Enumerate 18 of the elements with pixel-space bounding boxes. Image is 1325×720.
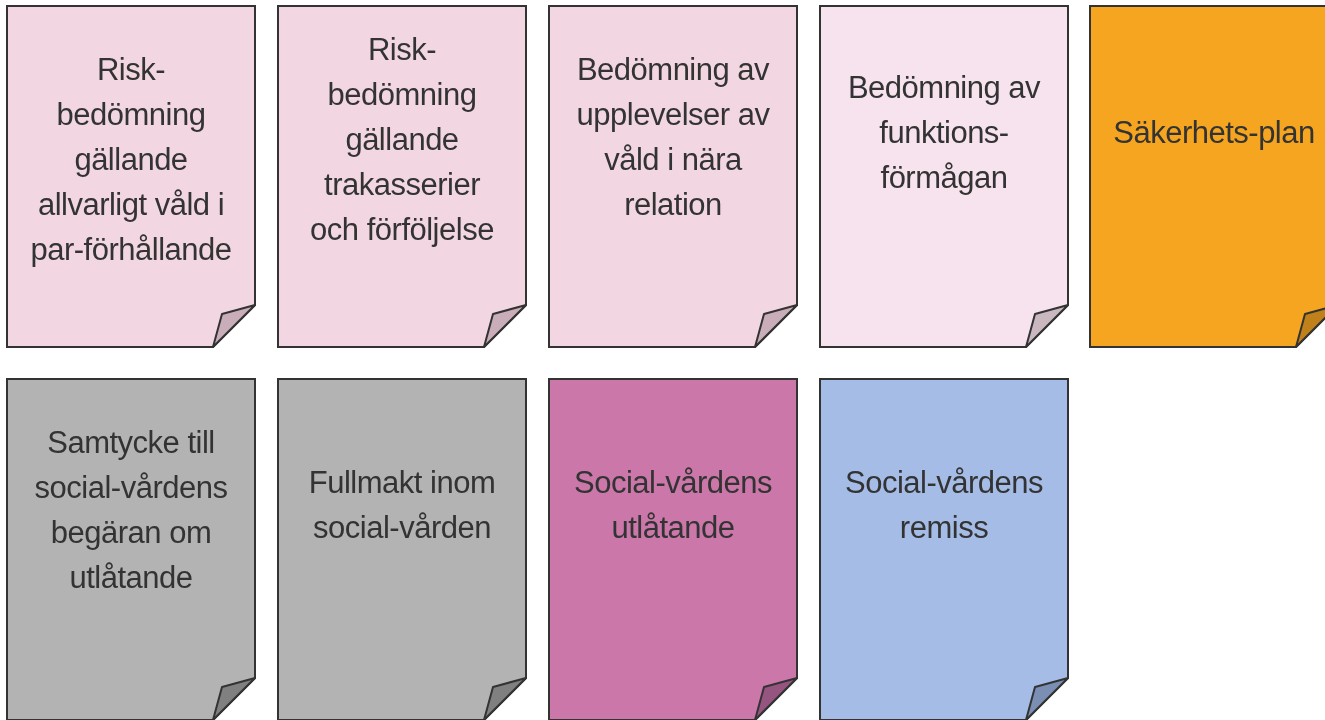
card-title: Risk-bedömning gällande trakasserier och förföljelse <box>309 31 495 249</box>
document-card <box>548 378 798 720</box>
document-card <box>1089 5 1325 348</box>
card-title: Fullmakt inom social-vården <box>307 464 497 547</box>
card-title: Bedömning av funktions-förmågan <box>846 69 1042 197</box>
document-card <box>548 5 798 348</box>
document-card <box>6 5 256 348</box>
document-card <box>277 5 527 348</box>
document-card <box>277 378 527 720</box>
document-card <box>819 5 1069 348</box>
card-title: Risk-bedömning gällande allvarligt våld i par-förhållande <box>29 51 233 269</box>
card-title: Social-vårdens remiss <box>843 464 1044 547</box>
card-title: Samtycke till social-vårdens begäran om utlåtande <box>33 424 229 597</box>
card-title: Social-vårdens utlåtande <box>572 464 773 547</box>
card-title: Säkerhets-plan <box>1112 114 1316 152</box>
card-title: Bedömning av upplevelser av våld i nära relation <box>575 51 771 224</box>
document-card <box>6 378 256 720</box>
document-card <box>819 378 1069 720</box>
